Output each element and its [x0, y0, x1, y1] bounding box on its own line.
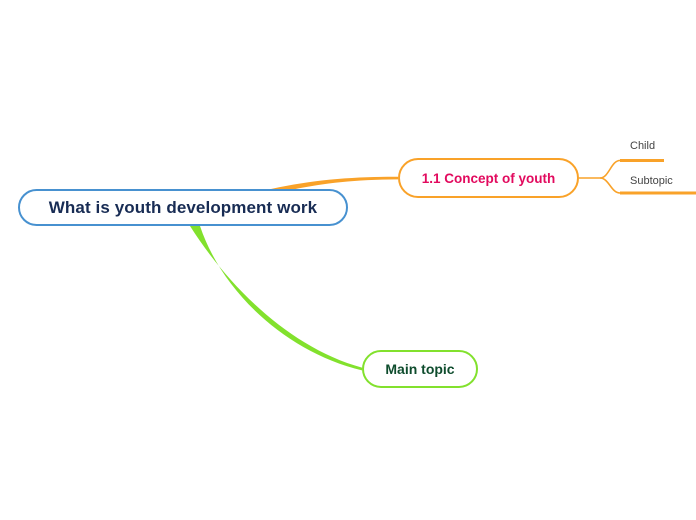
leaf-node-subtopic-label: Subtopic: [630, 175, 673, 187]
leaf-node-child[interactable]: Child: [630, 140, 655, 153]
leaf-node-child-label: Child: [630, 140, 656, 152]
branch-concept-to-child: [599, 159, 621, 179]
topic-node-main-topic-label: Main topic: [385, 361, 455, 377]
topic-node-concept-of-youth[interactable]: 1.1 Concept of youth: [398, 158, 579, 198]
root-topic-label: What is youth development work: [48, 197, 318, 217]
topic-node-concept-label: 1.1 Concept of youth: [421, 170, 556, 186]
branch-root-to-main-topic: [190, 226, 362, 371]
root-topic-node[interactable]: What is youth development work: [18, 189, 348, 226]
topic-node-main-topic[interactable]: Main topic: [362, 350, 478, 388]
branch-concept-to-subtopic: [599, 177, 621, 194]
leaf-node-subtopic[interactable]: Subtopic: [630, 175, 673, 188]
